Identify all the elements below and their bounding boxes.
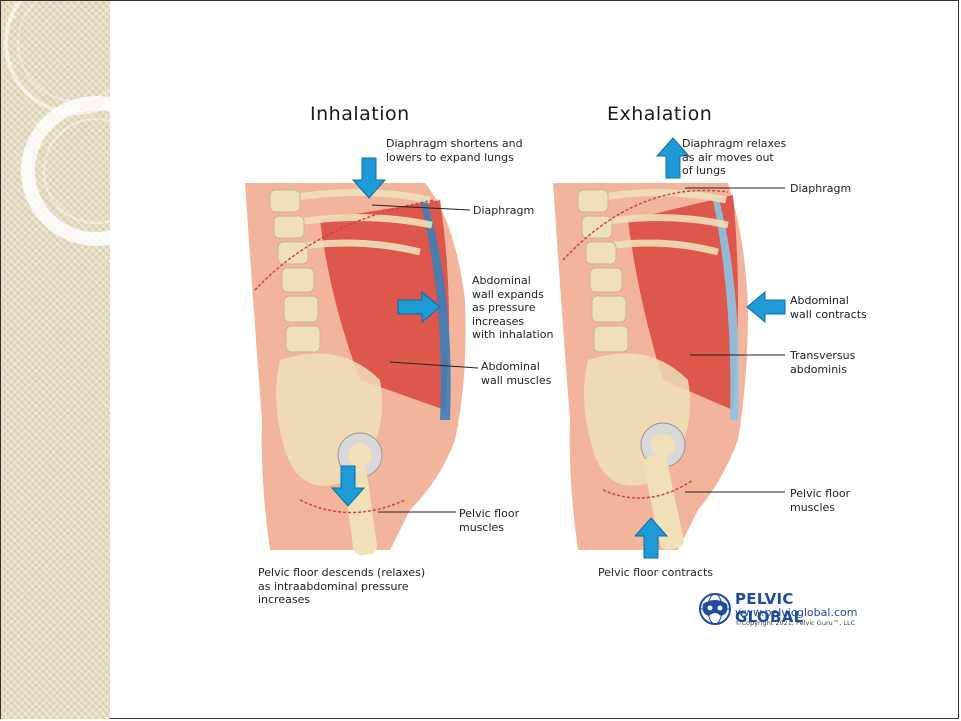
exhalation-pelvic-floor-label: Pelvic floor muscles: [790, 487, 850, 514]
inhalation-pelvic-floor-label: Pelvic floor muscles: [459, 507, 519, 534]
exhalation-abdominal-wall-action-text: Abdominal wall contracts: [790, 294, 867, 321]
inhalation-abdominal-wall-action-text: Abdominal wall expands as pressure incre…: [472, 274, 553, 342]
exhalation-transversus-label: Transversus abdominis: [790, 349, 855, 376]
abdominal-muscles-leader-line: [390, 362, 478, 368]
diaphragm-down-arrow-icon: [353, 158, 385, 198]
exhalation-diaphragm-label: Diaphragm: [790, 182, 851, 196]
exhalation-pelvic-floor-action-text: Pelvic floor contracts: [598, 566, 713, 580]
exhalation-diaphragm-action-text: Diaphragm relaxes as air moves out of lu…: [682, 137, 786, 178]
abdominal-contract-arrow-icon: [747, 292, 785, 322]
inhalation-diaphragm-action-text: Diaphragm shortens and lowers to expand …: [386, 137, 523, 164]
globe-pelvis-icon: [697, 592, 735, 626]
inhalation-abdominal-muscles-label: Abdominal wall muscles: [481, 360, 551, 387]
logo-url: www.pelvicglobal.com: [735, 606, 857, 619]
inhalation-pelvic-floor-action-text: Pelvic floor descends (relaxes) as intra…: [258, 566, 425, 607]
inhalation-diaphragm-label: Diaphragm: [473, 204, 534, 218]
diaphragm-leader-line-left: [372, 205, 470, 210]
pelvic-floor-up-arrow-icon: [635, 518, 667, 558]
logo-copyright: ©Copyright 2021, Pelvic Guru™, LLC: [735, 619, 855, 627]
pelvic-global-logo: PELVIC GLOBAL www.pelvicglobal.com ©Copy…: [697, 590, 857, 630]
abdominal-expand-arrow-icon: [398, 292, 440, 322]
pelvic-floor-down-arrow-icon: [332, 466, 364, 506]
